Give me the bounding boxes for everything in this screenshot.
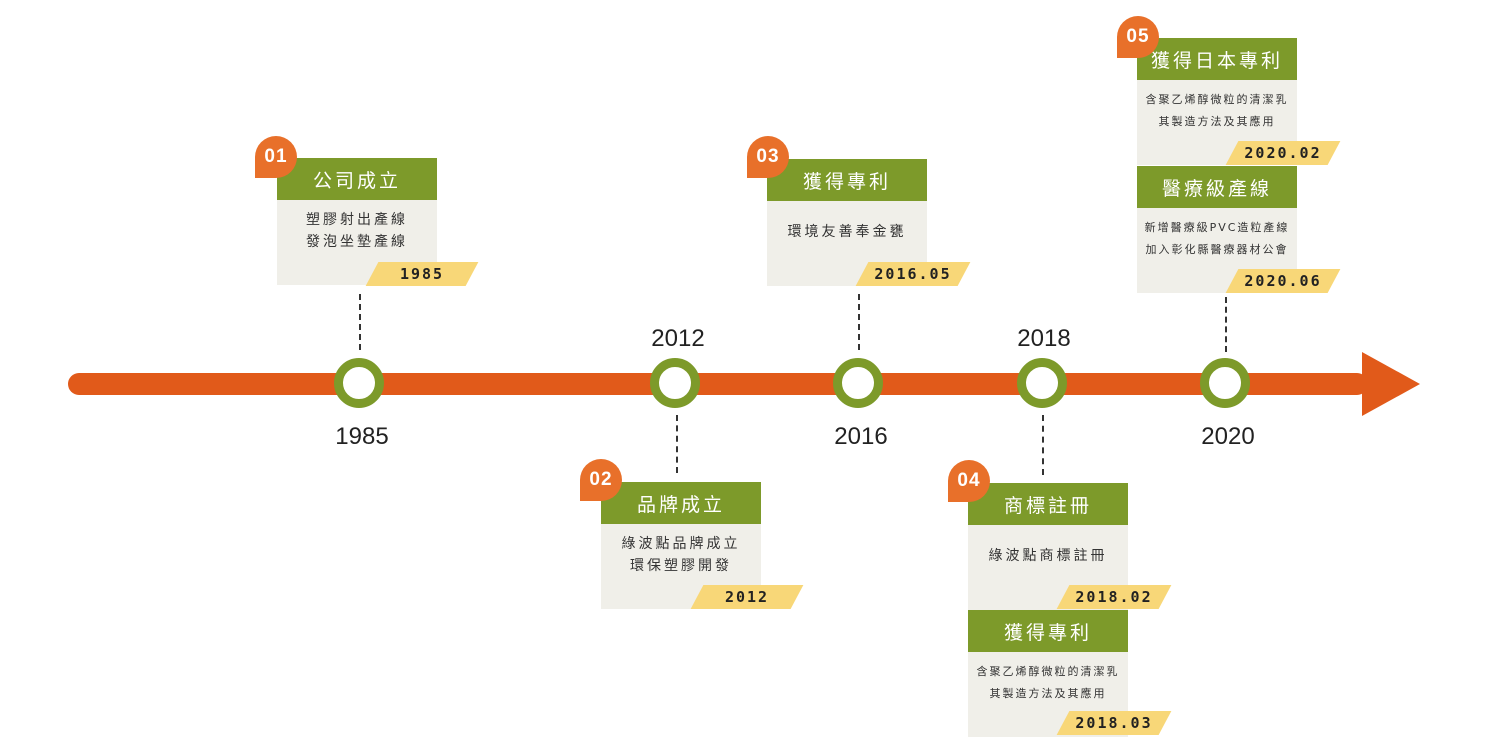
node-2020 xyxy=(1200,358,1250,408)
timeline-line xyxy=(68,373,1368,395)
node-2016 xyxy=(833,358,883,408)
description-line: 含聚乙烯醇微粒的清潔乳 xyxy=(1145,93,1289,106)
year-label-2012: 2012 xyxy=(651,325,705,352)
description-line: 綠波點品牌成立 xyxy=(621,536,741,552)
event-title: 獲得專利 xyxy=(968,610,1128,652)
year-label-2016: 2016 xyxy=(834,423,888,450)
badge-04: 04 xyxy=(948,460,990,502)
event-description: 含聚乙烯醇微粒的清潔乳 其製造方法及其應用 xyxy=(968,652,1128,714)
connector-2018 xyxy=(1042,415,1044,475)
description-line: 其製造方法及其應用 xyxy=(1158,115,1276,128)
event-description: 新增醫療級PVC造粒產線 加入彰化縣醫療器材公會 xyxy=(1137,208,1297,270)
event-description: 環境友善奉金甕 xyxy=(767,201,927,263)
badge-02: 02 xyxy=(580,459,622,501)
event-title: 商標註冊 xyxy=(968,483,1128,525)
date-tag-04b: 2018.03 xyxy=(1056,711,1172,735)
event-description: 綠波點品牌成立 環保塑膠開發 xyxy=(601,524,761,586)
event-card-04b: 獲得專利 含聚乙烯醇微粒的清潔乳 其製造方法及其應用 xyxy=(968,610,1128,737)
date-tag-01: 1985 xyxy=(365,262,479,286)
connector-2020 xyxy=(1225,297,1227,352)
badge-03: 03 xyxy=(747,136,789,178)
description-line: 加入彰化縣醫療器材公會 xyxy=(1145,243,1289,256)
year-label-2018: 2018 xyxy=(1017,325,1071,352)
event-title: 獲得專利 xyxy=(767,159,927,201)
description-line: 環境友善奉金甕 xyxy=(787,224,907,240)
event-description: 塑膠射出產線 發泡坐墊產線 xyxy=(277,200,437,262)
event-description: 綠波點商標註冊 xyxy=(968,525,1128,587)
connector-2012 xyxy=(676,415,678,473)
badge-01: 01 xyxy=(255,136,297,178)
description-line: 環保塑膠開發 xyxy=(630,558,732,574)
event-description: 含聚乙烯醇微粒的清潔乳 其製造方法及其應用 xyxy=(1137,80,1297,142)
date-tag-02: 2012 xyxy=(690,585,804,609)
node-2012 xyxy=(650,358,700,408)
date-tag-04: 2018.02 xyxy=(1056,585,1172,609)
event-title: 醫療級產線 xyxy=(1137,166,1297,208)
date-tag-03: 2016.05 xyxy=(855,262,971,286)
connector-1985 xyxy=(359,294,361,350)
node-2018 xyxy=(1017,358,1067,408)
badge-05: 05 xyxy=(1117,16,1159,58)
date-tag-05: 2020.02 xyxy=(1225,141,1341,165)
timeline-arrowhead xyxy=(1362,352,1420,416)
connector-2016 xyxy=(858,294,860,350)
event-title: 公司成立 xyxy=(277,158,437,200)
description-line: 塑膠射出產線 xyxy=(306,212,408,228)
date-tag-05b: 2020.06 xyxy=(1225,269,1341,293)
description-line: 含聚乙烯醇微粒的清潔乳 xyxy=(976,665,1120,678)
event-title: 品牌成立 xyxy=(601,482,761,524)
node-1985 xyxy=(334,358,384,408)
event-card-04: 商標註冊 綠波點商標註冊 xyxy=(968,483,1128,610)
event-card-01: 公司成立 塑膠射出產線 發泡坐墊產線 xyxy=(277,158,437,285)
event-title: 獲得日本專利 xyxy=(1137,38,1297,80)
year-label-1985: 1985 xyxy=(335,423,389,450)
year-label-2020: 2020 xyxy=(1201,423,1255,450)
description-line: 綠波點商標註冊 xyxy=(988,548,1108,564)
description-line: 其製造方法及其應用 xyxy=(989,687,1107,700)
description-line: 新增醫療級PVC造粒產線 xyxy=(1144,221,1290,234)
description-line: 發泡坐墊產線 xyxy=(306,234,408,250)
